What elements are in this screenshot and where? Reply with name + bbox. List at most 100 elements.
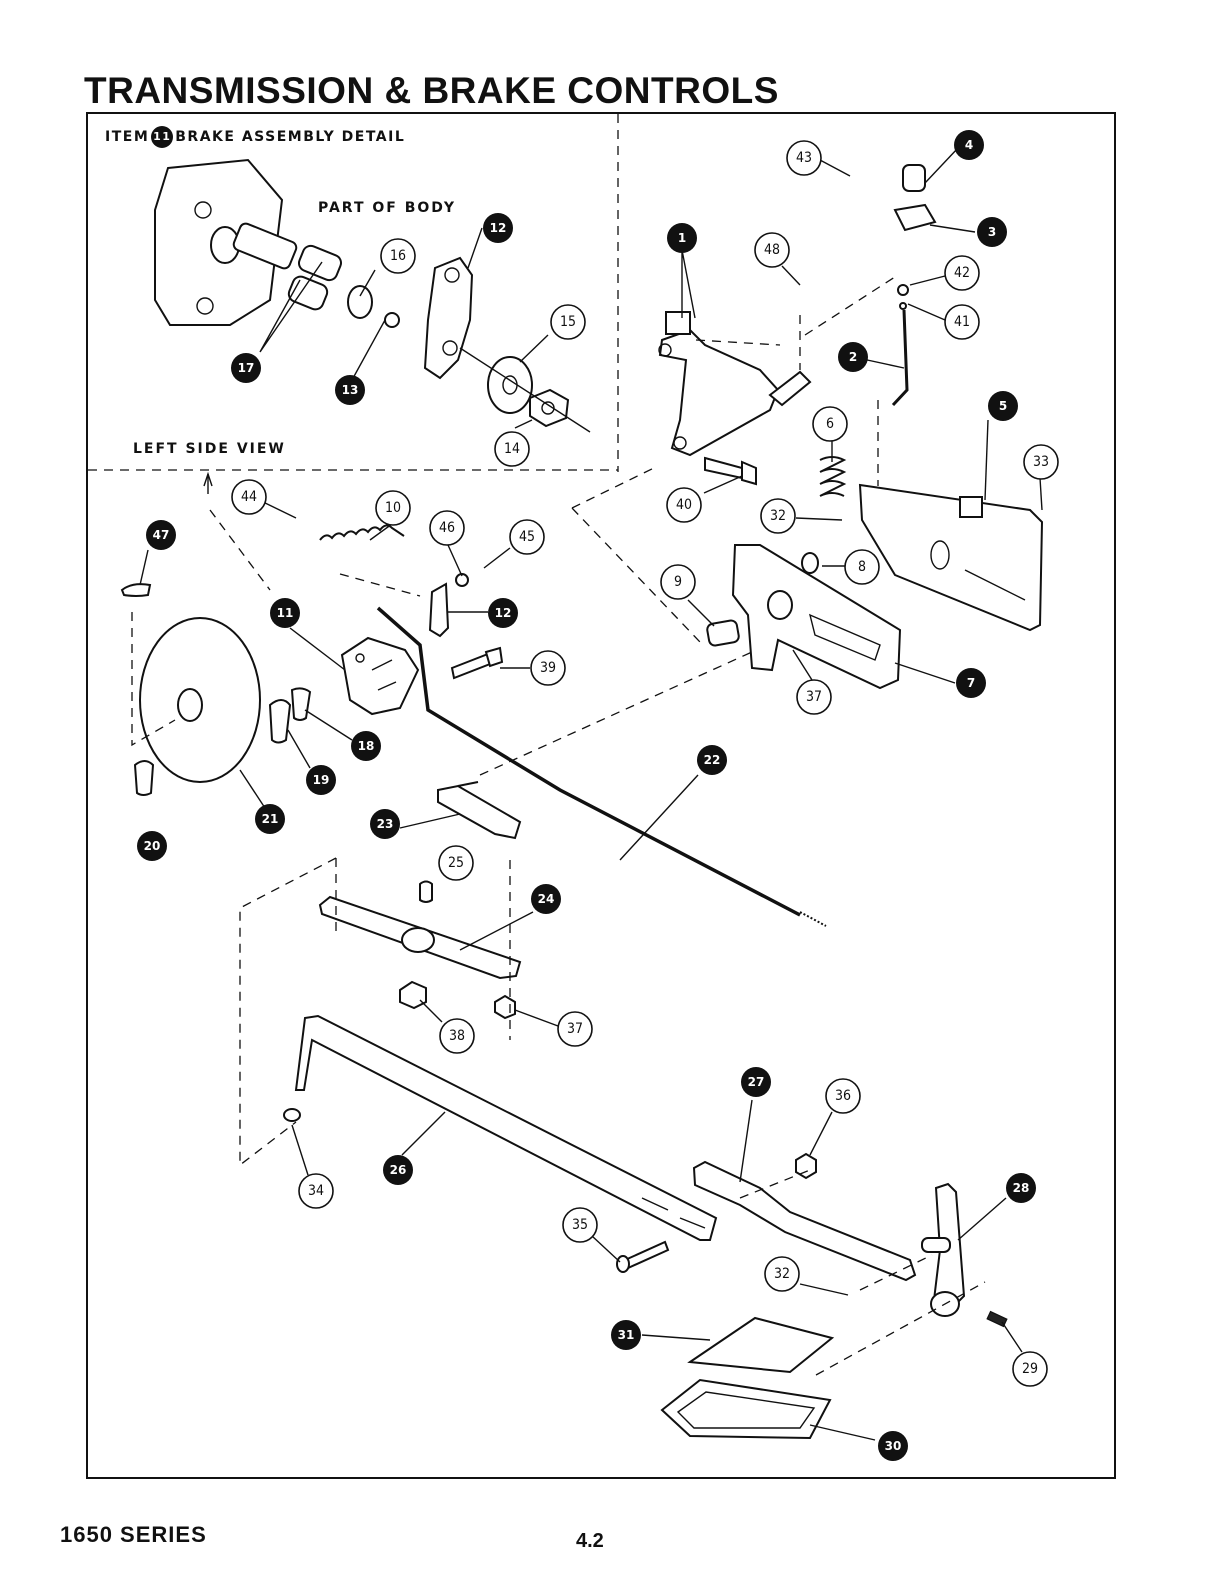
callout-34: 34	[299, 1174, 333, 1208]
svg-text:18: 18	[358, 739, 375, 753]
svg-text:12: 12	[495, 606, 512, 620]
svg-text:2: 2	[849, 350, 857, 364]
spring-10	[320, 525, 404, 540]
svg-text:38: 38	[449, 1028, 465, 1044]
callout-36: 36	[826, 1079, 860, 1113]
pad-31	[690, 1318, 832, 1372]
transmission-bracket	[659, 312, 810, 455]
key-25	[420, 882, 432, 903]
svg-text:14: 14	[504, 441, 520, 457]
svg-text:26: 26	[390, 1163, 407, 1177]
svg-text:47: 47	[153, 528, 170, 542]
clevis-3	[895, 205, 935, 230]
svg-text:45: 45	[519, 529, 535, 545]
nut-14-detail	[530, 390, 568, 426]
bolt-40	[705, 458, 756, 484]
brake-caliper-11	[342, 638, 418, 714]
nut-38	[400, 982, 426, 1008]
callout-41: 41	[945, 305, 979, 339]
series-label: 1650 SERIES	[60, 1522, 207, 1548]
svg-text:16: 16	[390, 248, 406, 264]
callout-40: 40	[667, 488, 701, 522]
pedal-arm-28	[922, 1184, 964, 1316]
callout-13: 13	[335, 375, 365, 405]
svg-text:48: 48	[764, 242, 780, 258]
callout-3: 3	[977, 217, 1007, 247]
callout-45: 45	[510, 520, 544, 554]
assembly-line	[696, 340, 780, 345]
detail-shaft-axis	[460, 348, 590, 432]
svg-text:40: 40	[676, 497, 692, 513]
pin-4	[903, 165, 925, 191]
svg-text:31: 31	[618, 1328, 635, 1342]
svg-text:20: 20	[144, 839, 161, 853]
callout-10: 10	[376, 491, 410, 525]
svg-text:8: 8	[858, 559, 866, 575]
callout-14: 14	[495, 432, 529, 466]
callout-32-lower: 32	[765, 1257, 799, 1291]
callout-12-lower: 12	[488, 598, 518, 628]
svg-text:4: 4	[965, 138, 973, 152]
callout-20: 20	[137, 831, 167, 861]
callout-32-upper: 32	[761, 499, 795, 533]
lever-27	[694, 1162, 915, 1280]
callout-30: 30	[878, 1431, 908, 1461]
callout-44: 44	[232, 480, 266, 514]
svg-text:9: 9	[674, 574, 682, 590]
svg-text:41: 41	[954, 314, 970, 330]
spacer-8	[802, 553, 818, 573]
callout-18: 18	[351, 731, 381, 761]
callout-22: 22	[697, 745, 727, 775]
callout-37-upper: 37	[797, 680, 831, 714]
bolt-39	[452, 648, 502, 678]
spring-6	[820, 457, 844, 496]
callout-26: 26	[383, 1155, 413, 1185]
assembly-line	[805, 275, 898, 335]
svg-text:44: 44	[241, 489, 257, 505]
svg-text:33: 33	[1033, 454, 1049, 470]
svg-text:5: 5	[999, 399, 1007, 413]
svg-text:1: 1	[678, 231, 686, 245]
brake-lever-detail	[425, 258, 472, 378]
svg-text:11: 11	[277, 606, 294, 620]
svg-text:30: 30	[885, 1439, 902, 1453]
plate-5	[860, 485, 1042, 630]
assembly-line	[816, 1282, 985, 1375]
svg-text:10: 10	[385, 500, 401, 516]
svg-text:28: 28	[1013, 1181, 1030, 1195]
callout-7: 7	[956, 668, 986, 698]
callout-2: 2	[838, 342, 868, 372]
callout-29: 29	[1013, 1352, 1047, 1386]
callout-39: 39	[531, 651, 565, 685]
svg-text:46: 46	[439, 520, 455, 536]
callout-24: 24	[531, 884, 561, 914]
brake-disc-21	[140, 618, 260, 782]
svg-text:12: 12	[490, 221, 507, 235]
callout-4: 4	[954, 130, 984, 160]
svg-text:25: 25	[448, 855, 464, 871]
svg-text:7: 7	[967, 676, 975, 690]
svg-text:34: 34	[308, 1183, 324, 1199]
svg-text:32: 32	[774, 1266, 790, 1282]
callout-43: 43	[787, 141, 821, 175]
pedal-30	[662, 1380, 830, 1438]
callout-31: 31	[611, 1320, 641, 1350]
callout-12-upper: 12	[483, 213, 513, 243]
pedal-rod-26	[296, 1016, 716, 1240]
callout-15: 15	[551, 305, 585, 339]
callout-16: 16	[381, 239, 415, 273]
lever-24	[320, 897, 520, 978]
callout-35: 35	[563, 1208, 597, 1242]
callout-48: 48	[755, 233, 789, 267]
svg-text:6: 6	[826, 416, 834, 432]
svg-text:24: 24	[538, 892, 555, 906]
svg-text:42: 42	[954, 265, 970, 281]
svg-text:39: 39	[540, 660, 556, 676]
washer-34	[284, 1109, 300, 1121]
callout-8: 8	[845, 550, 879, 584]
svg-text:23: 23	[377, 817, 394, 831]
callout-6: 6	[813, 407, 847, 441]
svg-text:36: 36	[835, 1088, 851, 1104]
callout-25: 25	[439, 846, 473, 880]
